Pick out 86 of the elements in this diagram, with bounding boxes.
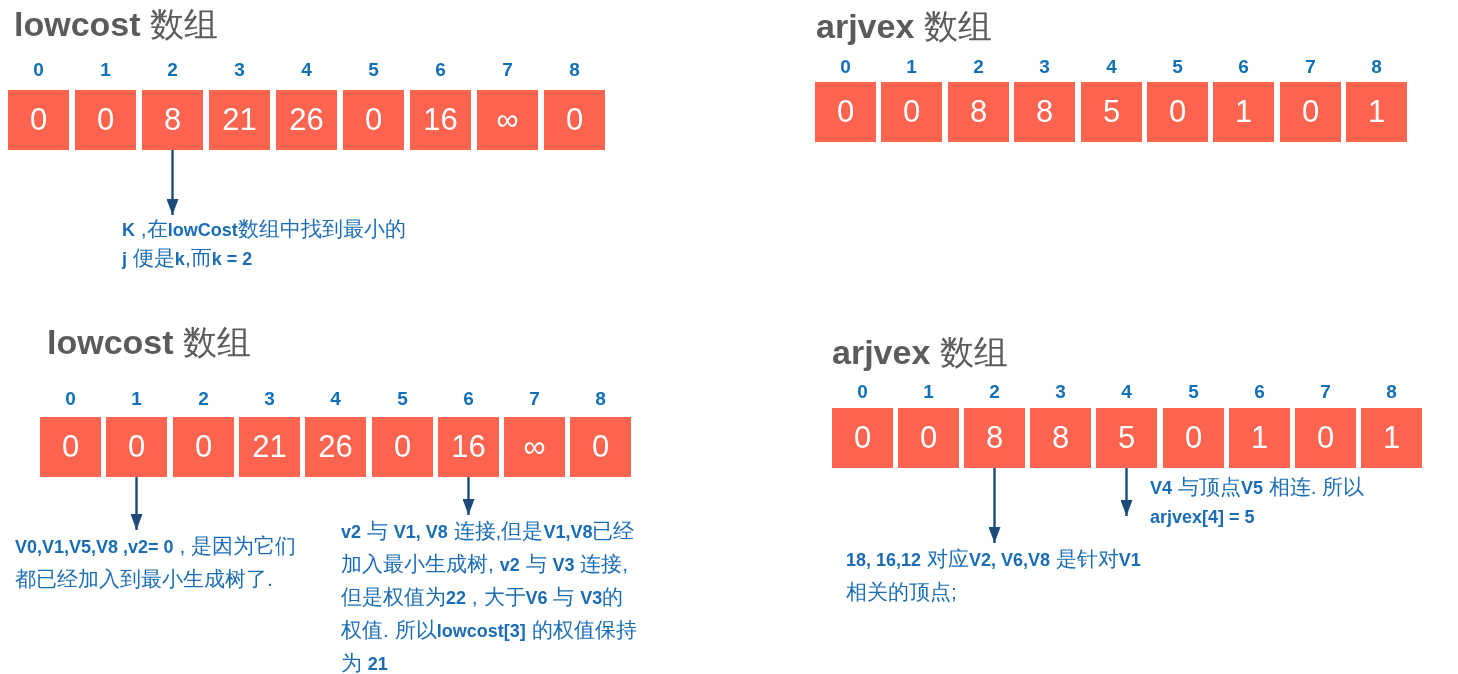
array-cell: 5 (1096, 408, 1157, 468)
array-cell: 0 (173, 417, 234, 477)
index-label: 5 (1187, 380, 1200, 404)
index-label: 6 (462, 387, 475, 411)
index-label: 2 (988, 380, 1001, 404)
index-label: 3 (233, 58, 246, 82)
index-label: 3 (1054, 380, 1067, 404)
index-label: 4 (329, 387, 342, 411)
array-cell: ∞ (477, 90, 538, 150)
index-label: 2 (166, 58, 179, 82)
array-cell: 8 (964, 408, 1025, 468)
arrow (462, 477, 475, 515)
array-cell: 26 (305, 417, 366, 477)
index-label: 5 (367, 58, 380, 82)
array-cell: 8 (142, 90, 203, 150)
array-cell: 1 (1213, 82, 1274, 142)
arrow (1120, 468, 1133, 516)
annotation-text: K ,在lowCost数组中找到最小的j 便是k,而k = 2 (122, 215, 407, 273)
index-label: 6 (1237, 55, 1250, 79)
index-label: 7 (501, 58, 514, 82)
array-cell: 0 (832, 408, 893, 468)
array-cell: 16 (438, 417, 499, 477)
index-label: 1 (99, 58, 112, 82)
array-cell: 1 (1346, 82, 1407, 142)
array-cell: 0 (898, 408, 959, 468)
array-cell: 0 (1163, 408, 1224, 468)
array-cell: 1 (1361, 408, 1422, 468)
array-cell: 0 (40, 417, 101, 477)
index-label: 4 (1105, 55, 1118, 79)
array-cell: 0 (544, 90, 605, 150)
array-cell: 26 (276, 90, 337, 150)
array-cell: 8 (1030, 408, 1091, 468)
index-label: 1 (905, 55, 918, 79)
array-cell: 1 (1229, 408, 1290, 468)
array-cell: 0 (881, 82, 942, 142)
array-title: lowcost 数组 (47, 322, 252, 362)
array-cell: 0 (372, 417, 433, 477)
index-label: 5 (1171, 55, 1184, 79)
array-cell: 0 (8, 90, 69, 150)
index-label: 6 (1253, 380, 1266, 404)
array-cell: 8 (1014, 82, 1075, 142)
index-label: 7 (1319, 380, 1332, 404)
arrow (166, 150, 179, 215)
index-label: 2 (197, 387, 210, 411)
index-label: 0 (839, 55, 852, 79)
annotation-text: v2 与 V1, V8 连接,但是V1,V8已经加入最小生成树, v2 与 V3 连接,但是权值为22 , 大于V6 与 V3的权值. 所以lowcost[3] 的权值保持为 21 (341, 515, 637, 674)
index-label: 1 (922, 380, 935, 404)
array-cell: 21 (209, 90, 270, 150)
index-label: 0 (32, 58, 45, 82)
array-cell: 0 (815, 82, 876, 142)
array-cell: 16 (410, 90, 471, 150)
index-label: 8 (1370, 55, 1383, 79)
index-label: 6 (434, 58, 447, 82)
array-cell: 8 (948, 82, 1009, 142)
array-title: lowcost 数组 (14, 4, 219, 44)
index-label: 1 (130, 387, 143, 411)
index-label: 7 (1304, 55, 1317, 79)
array-cell: 0 (75, 90, 136, 150)
index-label: 5 (396, 387, 409, 411)
index-label: 0 (856, 380, 869, 404)
array-cell: 5 (1081, 82, 1142, 142)
array-cell: 0 (1147, 82, 1208, 142)
index-label: 3 (263, 387, 276, 411)
annotation-text: V0,V1,V5,V8 ,v2= 0, 是因为它们都已经加入到最小生成树了. (15, 530, 315, 595)
arrow (130, 477, 143, 530)
index-label: 8 (568, 58, 581, 82)
annotation-text: V4 与顶点V5 相连. 所以arjvex[4] = 5 (1138, 473, 1388, 531)
array-cell: 0 (1295, 408, 1356, 468)
array-cell: 21 (239, 417, 300, 477)
arrow (988, 468, 1001, 543)
array-title: arjvex 数组 (832, 332, 1008, 372)
annotation-text: 18, 16,12 对应V2, V6,V8 是针对V1相关的顶点; (846, 543, 1151, 608)
index-label: 8 (594, 387, 607, 411)
index-label: 8 (1385, 380, 1398, 404)
array-cell: 0 (570, 417, 631, 477)
index-label: 7 (528, 387, 541, 411)
array-cell: 0 (1280, 82, 1341, 142)
index-label: 4 (300, 58, 313, 82)
array-cell: ∞ (504, 417, 565, 477)
array-cell: 0 (106, 417, 167, 477)
index-label: 3 (1038, 55, 1051, 79)
array-cell: 0 (343, 90, 404, 150)
index-label: 4 (1120, 380, 1133, 404)
index-label: 2 (972, 55, 985, 79)
index-label: 0 (64, 387, 77, 411)
array-title: arjvex 数组 (816, 6, 992, 46)
